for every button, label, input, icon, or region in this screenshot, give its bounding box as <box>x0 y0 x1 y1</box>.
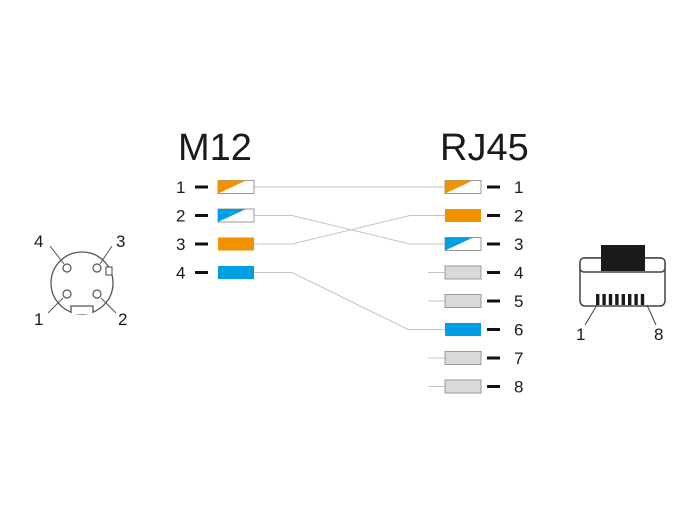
rj45-plug-icon: 1 8 <box>576 245 666 344</box>
rj45-pin-number: 8 <box>514 378 523 397</box>
m12-connector-face-icon: 4 3 1 2 <box>34 232 127 329</box>
rj45-pin-number: 7 <box>514 349 523 368</box>
rj45-pin-number: 3 <box>514 235 523 254</box>
rj45-pin-8: 8 <box>428 378 523 397</box>
rj45-plug-label-8: 8 <box>654 325 663 344</box>
rj45-contact <box>608 294 613 305</box>
m12-pin-number: 2 <box>176 207 185 226</box>
rj45-contact <box>596 294 600 305</box>
rj45-title: RJ45 <box>440 127 529 169</box>
m12-pin-number: 3 <box>176 235 185 254</box>
m12-face-label-1: 1 <box>34 310 43 329</box>
rj45-pin-6: 6 <box>445 321 523 340</box>
rj45-contact <box>634 294 638 305</box>
m12-face-label-4: 4 <box>34 232 43 251</box>
rj45-contact <box>640 294 645 305</box>
rj45-pin-3: 3 <box>444 235 523 254</box>
rj45-contact <box>615 294 619 305</box>
rj45-plug-label-1: 1 <box>576 325 585 344</box>
rj45-pin-number: 6 <box>514 321 523 340</box>
m12-pin-swatch <box>217 180 255 194</box>
rj45-pin-4: 4 <box>428 264 523 283</box>
m12-pin-2: 2 <box>176 207 255 226</box>
m12-pin-3: 3 <box>176 235 254 254</box>
m12-pin-swatch <box>218 266 254 279</box>
m12-title: M12 <box>178 127 252 169</box>
rj45-pin-7: 7 <box>428 349 523 368</box>
rj45-pin-swatch <box>444 351 482 365</box>
rj45-pin-swatch <box>444 265 482 280</box>
rj45-pin-number: 5 <box>514 292 523 311</box>
rj45-contact <box>621 294 625 305</box>
rj45-pin-swatch <box>444 294 482 308</box>
rj45-contact <box>628 294 632 305</box>
rj45-pin-number: 2 <box>514 207 523 226</box>
rj45-pin-1: 1 <box>444 178 523 197</box>
rj45-pin-swatch <box>445 323 481 336</box>
rj45-pin-list: 1 2 3 4 5 6 7 8 <box>428 178 523 397</box>
m12-pin-number: 1 <box>176 178 185 197</box>
rj45-contact <box>602 294 606 305</box>
wire-3-to-2 <box>254 215 445 245</box>
rj45-pin-swatch <box>444 237 482 251</box>
rj45-pin-swatch <box>444 379 482 394</box>
rj45-pin-5: 5 <box>428 292 523 311</box>
rj45-pin-number: 4 <box>514 264 523 283</box>
m12-face-label-3: 3 <box>116 232 125 251</box>
m12-pin-number: 4 <box>176 264 185 283</box>
wire-connections <box>254 186 445 330</box>
m12-pin-swatch <box>218 237 254 251</box>
m12-pin-4: 4 <box>176 264 254 283</box>
m12-face-label-2: 2 <box>118 310 127 329</box>
rj45-pin-number: 1 <box>514 178 523 197</box>
rj45-pin-swatch <box>444 180 482 194</box>
rj45-pin-swatch <box>445 209 481 222</box>
m12-pin-list: 1 2 3 4 <box>176 178 255 283</box>
m12-pin-1: 1 <box>176 178 255 197</box>
m12-pin-swatch <box>217 208 255 223</box>
wire-4-to-6 <box>254 272 445 330</box>
rj45-pin-2: 2 <box>445 207 523 226</box>
